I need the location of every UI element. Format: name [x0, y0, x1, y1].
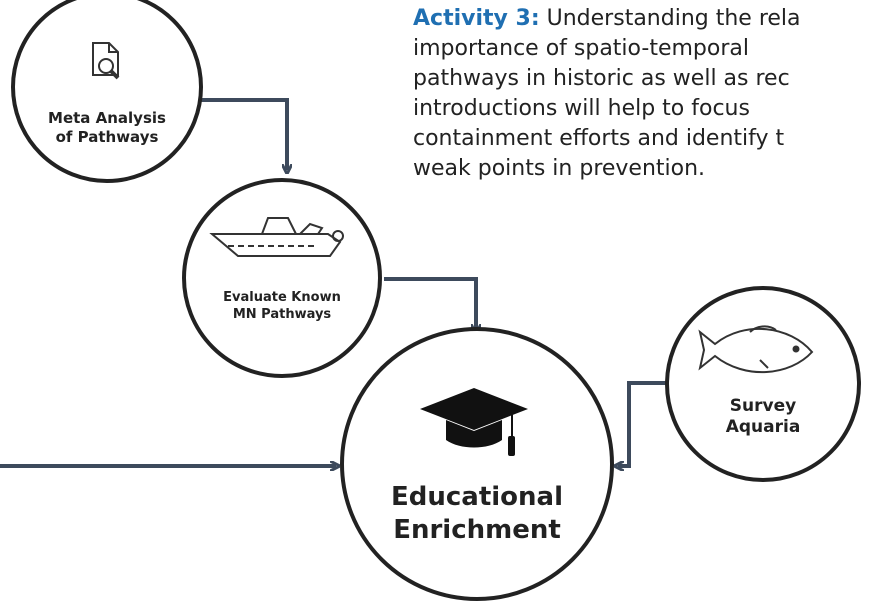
document-magnifier-icon: [92, 42, 120, 80]
activity-text-line-5: containment efforts and identify t: [413, 126, 785, 151]
connector-survey-to-education: [618, 381, 668, 466]
activity-text-line-4: introductions will help to focus: [413, 96, 750, 121]
node-education-circle: [340, 327, 614, 601]
evaluate-label-line-2: MN Pathways: [233, 307, 332, 322]
activity-text-line-3: pathways in historic as well as rec: [413, 66, 790, 91]
boat-icon: [209, 217, 344, 257]
graduation-cap-icon: [420, 388, 528, 456]
node-survey-aquaria: Survey Aquaria: [665, 286, 861, 482]
activity-description: Activity 3: Understanding the rela impor…: [413, 4, 871, 184]
activity-text-line-6: weak points in prevention.: [413, 156, 706, 181]
meta-label-line-1: Meta Analysis: [48, 109, 166, 127]
survey-label-line-1: Survey: [730, 396, 796, 416]
evaluate-label-line-1: Evaluate Known: [223, 290, 341, 305]
activity-text-line-1: Understanding the rela: [546, 6, 801, 31]
education-label-line-1: Educational: [391, 482, 563, 512]
activity-line-1: Activity 3: Understanding the rela: [413, 4, 871, 34]
education-label-line-2: Enrichment: [393, 515, 561, 545]
activity-text-line-2: importance of spatio-temporal: [413, 36, 749, 61]
node-evaluate-pathways: Evaluate Known MN Pathways: [182, 178, 382, 378]
node-survey-circle: [665, 286, 861, 482]
node-evaluate-circle: [182, 178, 382, 378]
node-meta-analysis: Meta Analysis of Pathways: [11, 0, 203, 183]
connector-evaluate-to-education: [384, 277, 476, 330]
survey-label-line-2: Aquaria: [726, 417, 801, 437]
node-educational-enrichment: Educational Enrichment: [340, 327, 614, 601]
connector-meta-to-evaluate: [199, 98, 287, 170]
activity-title: Activity 3:: [413, 6, 540, 31]
node-meta-circle: [11, 0, 203, 183]
fish-icon: [698, 325, 814, 374]
meta-label-line-2: of Pathways: [56, 128, 159, 146]
